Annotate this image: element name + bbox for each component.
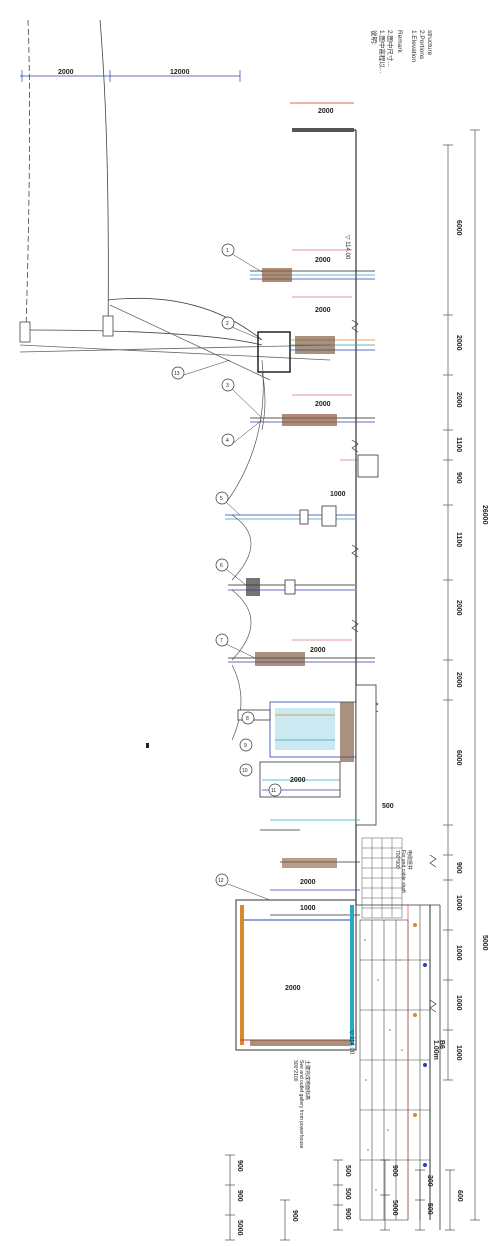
- callout-1: 1: [226, 248, 229, 254]
- elevation-label-1: ▽ 114.00: [344, 235, 350, 260]
- foundation-markers: [413, 923, 427, 1167]
- bottom-ground: [356, 904, 441, 1230]
- right-dim-14: 1000: [455, 1045, 462, 1061]
- substation-block: [237, 684, 377, 826]
- callout-9: 9: [244, 743, 247, 749]
- top-dim-1: 2000: [58, 69, 74, 76]
- bottom-dim-4: 900: [291, 1210, 298, 1222]
- dim-substation-base: 500: [382, 803, 394, 810]
- right-dim-11: 1000: [455, 895, 462, 911]
- left-dim-5: 5000: [391, 1200, 398, 1216]
- left-dim-1: 500: [344, 1165, 351, 1177]
- foundation-stipple: [364, 939, 403, 1191]
- left-dim-3: 900: [344, 1208, 351, 1220]
- callout-8: 8: [246, 716, 249, 722]
- dim-powerhouse: 2000: [285, 985, 301, 992]
- arcs: [227, 359, 266, 741]
- remark-line-2: 2.图中尺寸...: [386, 30, 395, 67]
- remark-line-6: structure: [426, 30, 433, 56]
- callout-10: 10: [242, 768, 248, 774]
- dim-substation: 2000: [290, 777, 306, 784]
- right-dim-1: 6000: [455, 220, 462, 236]
- left-dim-2: 500: [344, 1188, 351, 1200]
- callout-4: 4: [226, 438, 229, 444]
- left-insulators: [19, 315, 114, 343]
- remark-line-3: Remark: [396, 30, 403, 54]
- ground-dim-boxes: [292, 249, 375, 641]
- callout-6: 6: [220, 563, 223, 569]
- dim-box-4: 2000: [310, 647, 326, 654]
- right-dim-2: 2000: [455, 335, 462, 351]
- right-dim-3: 2000: [455, 392, 462, 408]
- top-dim-2: 12000: [170, 69, 190, 76]
- bottom-dim-1: 900: [236, 1160, 243, 1172]
- small-equipment-box: [357, 454, 379, 478]
- left-dim-4: 900: [391, 1165, 398, 1177]
- left-dim-6: 300: [426, 1175, 433, 1187]
- right-dimension-chain: [443, 129, 480, 1221]
- right-dim-6: 1100: [455, 532, 462, 547]
- remark-heading: 说明:: [370, 30, 379, 45]
- bottom-left-dims: [225, 1154, 290, 1241]
- powerhouse: [235, 899, 357, 1051]
- dim-lower-2: 1000: [300, 905, 316, 912]
- right-dim-8: 2000: [455, 672, 462, 688]
- remark-line-5: 2.Portions: [418, 30, 425, 60]
- lower-frames: [260, 819, 360, 916]
- dim-box-3: 2000: [315, 401, 331, 408]
- callout-13: 13: [174, 371, 180, 377]
- callout-leaders: [183, 253, 271, 901]
- right-dim-12: 1000: [455, 945, 462, 961]
- right-dim-7: 2000: [455, 600, 462, 616]
- callout-7: 7: [220, 638, 223, 644]
- dim-box-1: 2000: [315, 257, 331, 264]
- right-dim-4: 1100: [455, 437, 462, 452]
- ground-lines: [290, 102, 357, 905]
- remark-line-4: 1.Elevation: [410, 30, 417, 63]
- right-dim-5: 900: [455, 472, 462, 484]
- callout-12: 12: [218, 878, 224, 884]
- powerhouse-label: 土建完成地面标高See and outlet gallery from powe…: [292, 1060, 311, 1149]
- left-dimension-chain: [333, 1159, 455, 1231]
- stray-mark: [146, 743, 149, 748]
- callout-5: 5: [220, 496, 223, 502]
- left-dim-7: 500: [426, 1203, 433, 1215]
- catenary-lines: [19, 19, 331, 381]
- remark-notes: 说明: 1.图中高程以... 2.图中尺寸... Remark 1.Elevat…: [370, 30, 433, 74]
- cable-shaft-label: 电缆竖井For and cable shaft700*900: [394, 850, 413, 893]
- dim-box-2: 2000: [315, 307, 331, 314]
- right-total-1: 26000: [481, 505, 488, 525]
- callout-3: 3: [226, 383, 229, 389]
- callout-11: 11: [271, 788, 276, 794]
- floor-label: B61.00m: [432, 1040, 445, 1060]
- right-dim-9: 6000: [455, 750, 462, 766]
- elevation-label-2: ▽ 114.00: [348, 1030, 354, 1055]
- foundation: [359, 905, 431, 1221]
- dim-top-rect: 2000: [318, 108, 334, 115]
- bottom-dim-2: 900: [236, 1190, 243, 1202]
- callout-circles: [171, 243, 282, 887]
- dim-lower-1: 2000: [300, 879, 316, 886]
- right-total-2: 5000: [481, 935, 488, 951]
- frame-structures: [225, 268, 375, 666]
- top-dimension: [20, 70, 241, 82]
- right-dim-13: 1000: [455, 995, 462, 1011]
- dim-box-5: 1000: [330, 491, 346, 498]
- right-dim-10: 900: [455, 862, 462, 874]
- bottom-dim-3: 5000: [236, 1220, 243, 1236]
- callout-2: 2: [226, 321, 229, 327]
- left-dim-8: 600: [456, 1190, 463, 1202]
- remark-line-1: 1.图中高程以...: [378, 30, 387, 74]
